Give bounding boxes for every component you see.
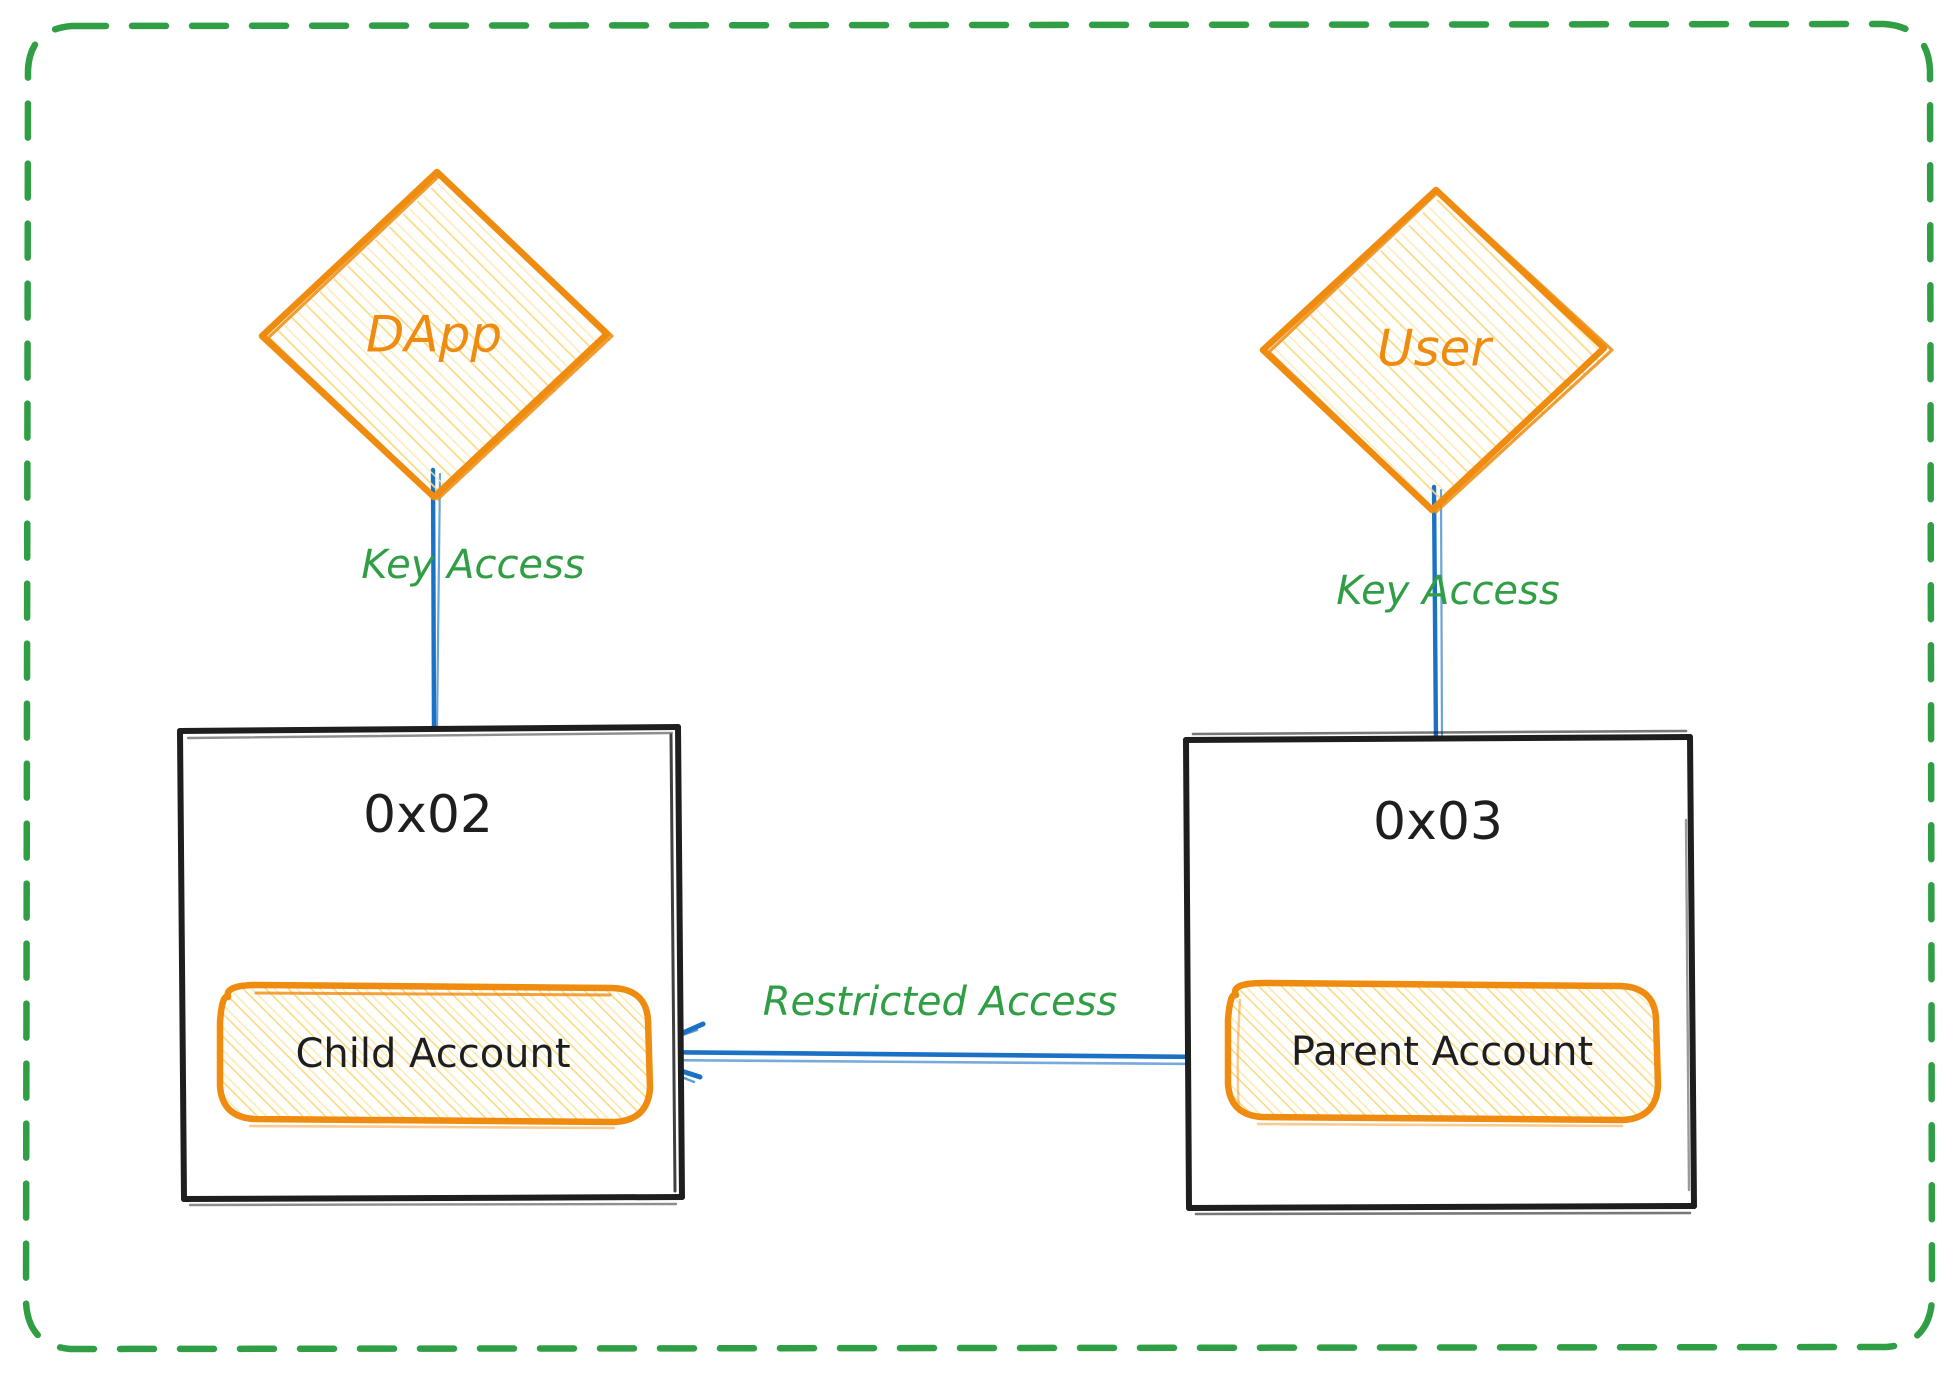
dashed-green-container	[22, 20, 1936, 1353]
node-account-0x02[interactable]: 0x02	[177, 724, 685, 1207]
edge-label-key-access-dapp: Key Access	[361, 542, 584, 588]
edge-dapp-to-child-account	[430, 467, 442, 734]
node-dapp-label: DApp	[366, 306, 502, 364]
node-child-account-label: Child Account	[295, 1031, 570, 1077]
node-account-0x03-label: 0x03	[1373, 792, 1503, 852]
node-parent-account-label: Parent Account	[1291, 1029, 1593, 1075]
edge-user-to-parent-account	[1431, 484, 1444, 745]
edge-label-key-access-user: Key Access	[1336, 568, 1559, 614]
node-parent-account[interactable]: Parent Account	[1224, 979, 1662, 1128]
node-child-account[interactable]: Child Account	[216, 981, 654, 1130]
node-account-0x02-label: 0x02	[363, 785, 493, 845]
node-user-label: User	[1377, 320, 1494, 378]
node-user[interactable]: User	[1259, 186, 1614, 514]
edge-parent-to-child-restricted	[632, 1021, 1211, 1084]
node-account-0x03[interactable]: 0x03	[1183, 729, 1697, 1216]
node-dapp[interactable]: DApp	[258, 168, 614, 501]
edge-label-restricted-access: Restricted Access	[763, 979, 1118, 1025]
